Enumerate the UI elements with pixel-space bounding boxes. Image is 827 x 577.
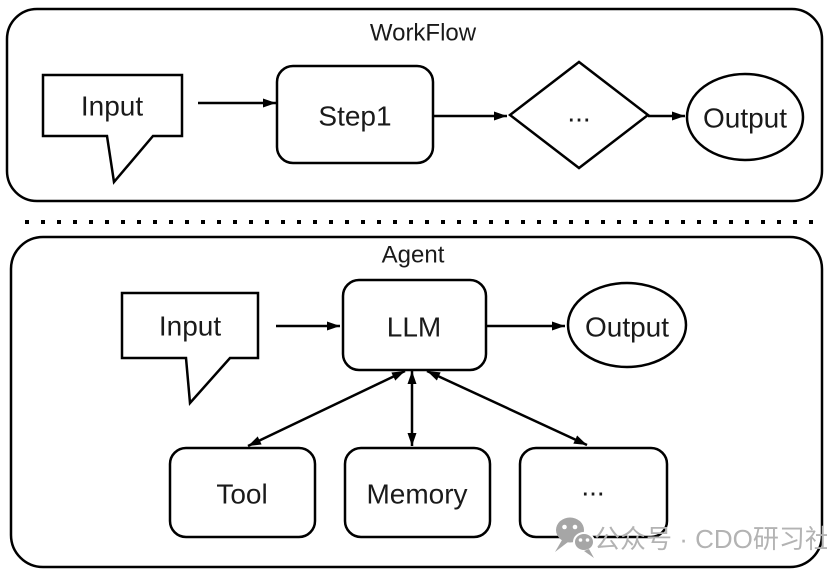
ellipse-shape — [685, 72, 805, 162]
agent-llm-node: LLM — [341, 278, 488, 372]
agent-llm-label: LLM — [387, 312, 441, 343]
workflow-section: WorkFlow Input Step1 ... Output — [5, 7, 824, 203]
workflow-input-node: Input — [41, 73, 184, 185]
agent-input-label: Input — [159, 311, 221, 342]
agent-output-node: Output — [566, 281, 688, 369]
agent-memory-node: Memory — [343, 446, 492, 539]
rounded-rect-shape — [168, 446, 317, 539]
agent-more-label: ... — [581, 471, 604, 502]
agent-output-label: Output — [585, 312, 669, 343]
workflow-step1-node: Step1 — [275, 64, 435, 165]
speech-bubble-shape — [41, 73, 184, 185]
workflow-step1-label: Step1 — [318, 101, 391, 132]
agent-memory-label: Memory — [366, 479, 467, 510]
watermark: 公众号 · CDO研习社 — [555, 517, 827, 558]
workflow-input-label: Input — [81, 91, 143, 122]
workflow-title: WorkFlow — [370, 20, 477, 47]
workflow-decision-label: ... — [567, 97, 590, 128]
arrow-llm-tool-bidirectional — [247, 369, 406, 448]
wechat-chat-bubbles-icon — [555, 517, 595, 558]
agent-section: Agent Input LLM Output Tool — [9, 235, 824, 569]
arrow-llm-more-bidirectional — [426, 369, 588, 447]
agent-tool-node: Tool — [168, 446, 317, 539]
ellipse-shape — [566, 281, 688, 369]
speech-bubble-shape — [120, 291, 260, 406]
agent-title: Agent — [382, 242, 445, 269]
watermark-text: 公众号 · CDO研习社 — [594, 524, 827, 554]
agent-tool-label: Tool — [216, 479, 267, 510]
workflow-output-label: Output — [703, 103, 787, 134]
rounded-rect-shape — [275, 64, 435, 165]
agent-input-node: Input — [120, 291, 260, 406]
rounded-rect-shape — [343, 446, 492, 539]
workflow-output-node: Output — [685, 72, 805, 162]
workflow-decision-node: ... — [507, 60, 651, 170]
